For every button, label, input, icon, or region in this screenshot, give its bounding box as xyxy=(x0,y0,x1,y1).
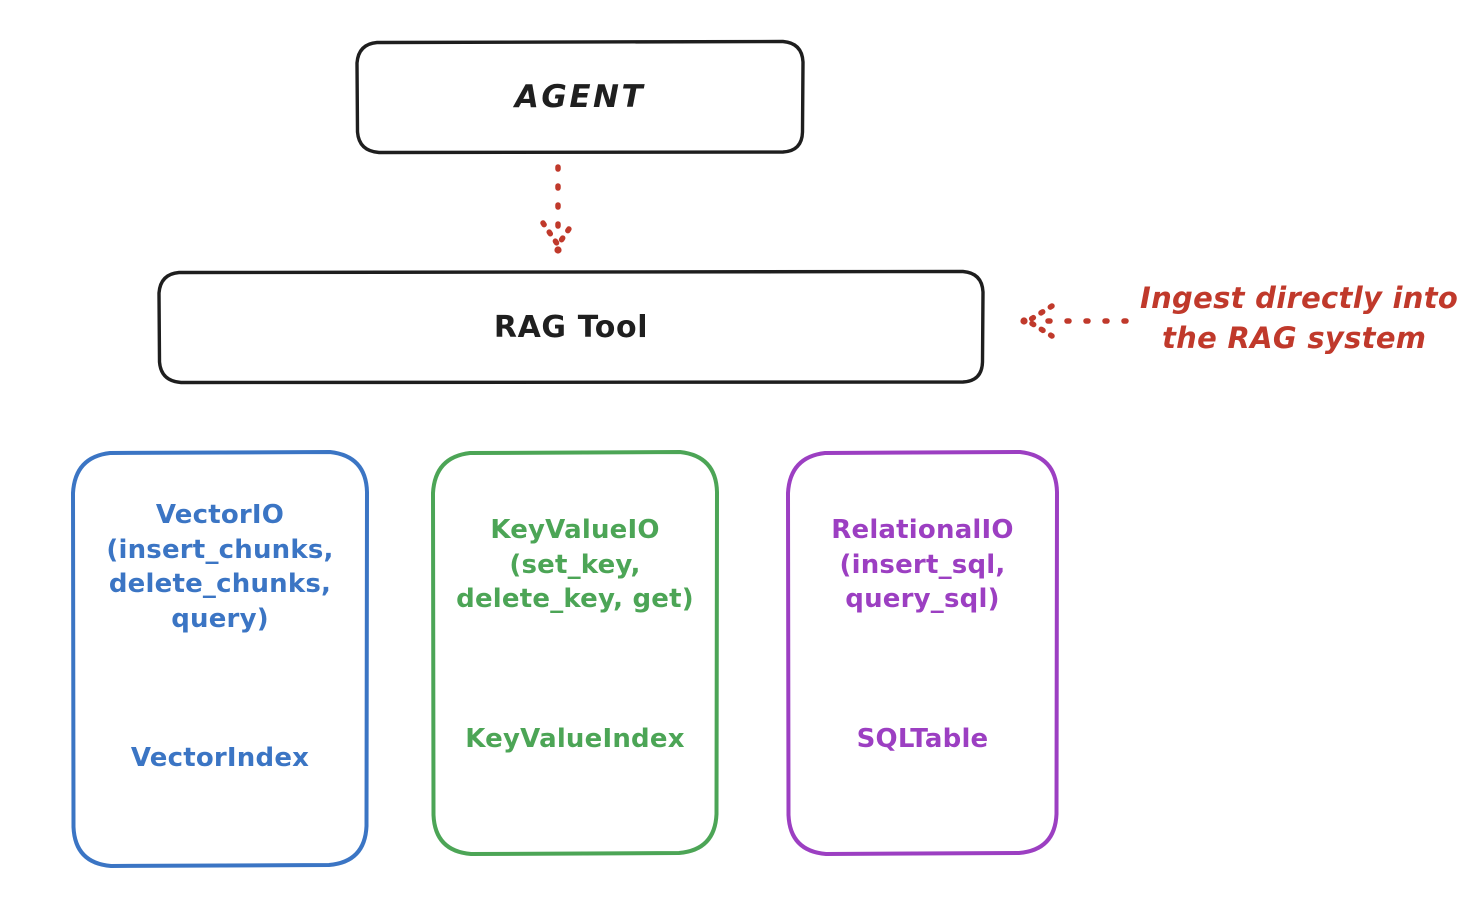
node-agent[interactable]: AGENT xyxy=(355,39,805,155)
relational-io-index-label: SQLTable xyxy=(856,724,989,755)
node-relational-io[interactable]: RelationalIO (insert_sql, query_sql) SQL… xyxy=(785,450,1060,856)
vector-io-index-label: VectorIndex xyxy=(130,743,310,774)
vector-io-label: VectorIO (insert_chunks, delete_chunks, … xyxy=(106,463,333,810)
relational-io-spacer xyxy=(831,652,1013,688)
relational-io-api-label: RelationalIO (insert_sql, query_sql) xyxy=(831,515,1014,615)
node-key-value-io[interactable]: KeyValueIO (set_key, delete_key, get) Ke… xyxy=(430,450,720,856)
agent-label: AGENT xyxy=(514,78,646,115)
key-value-io-api-label: KeyValueIO (set_key, delete_key, get) xyxy=(456,515,694,615)
key-value-io-label: KeyValueIO (set_key, delete_key, get) Ke… xyxy=(456,479,694,792)
node-vector-io[interactable]: VectorIO (insert_chunks, delete_chunks, … xyxy=(70,450,370,868)
key-value-io-spacer xyxy=(456,652,694,688)
annotation-ingest-note: Ingest directly into the RAG system xyxy=(1140,278,1480,358)
vector-io-spacer xyxy=(106,671,333,707)
node-rag-tool[interactable]: RAG Tool xyxy=(157,269,985,385)
ingest-note-line-2: the RAG system xyxy=(1162,321,1427,356)
dotted-down-arrow-icon xyxy=(540,164,576,254)
key-value-io-index-label: KeyValueIndex xyxy=(465,724,685,755)
rag-tool-label: RAG Tool xyxy=(493,309,649,345)
vector-io-api-label: VectorIO (insert_chunks, delete_chunks, … xyxy=(106,499,334,634)
dotted-left-arrow-icon xyxy=(1020,303,1129,339)
relational-io-label: RelationalIO (insert_sql, query_sql) SQL… xyxy=(831,479,1013,792)
ingest-note-line-1: Ingest directly into xyxy=(1140,281,1459,315)
